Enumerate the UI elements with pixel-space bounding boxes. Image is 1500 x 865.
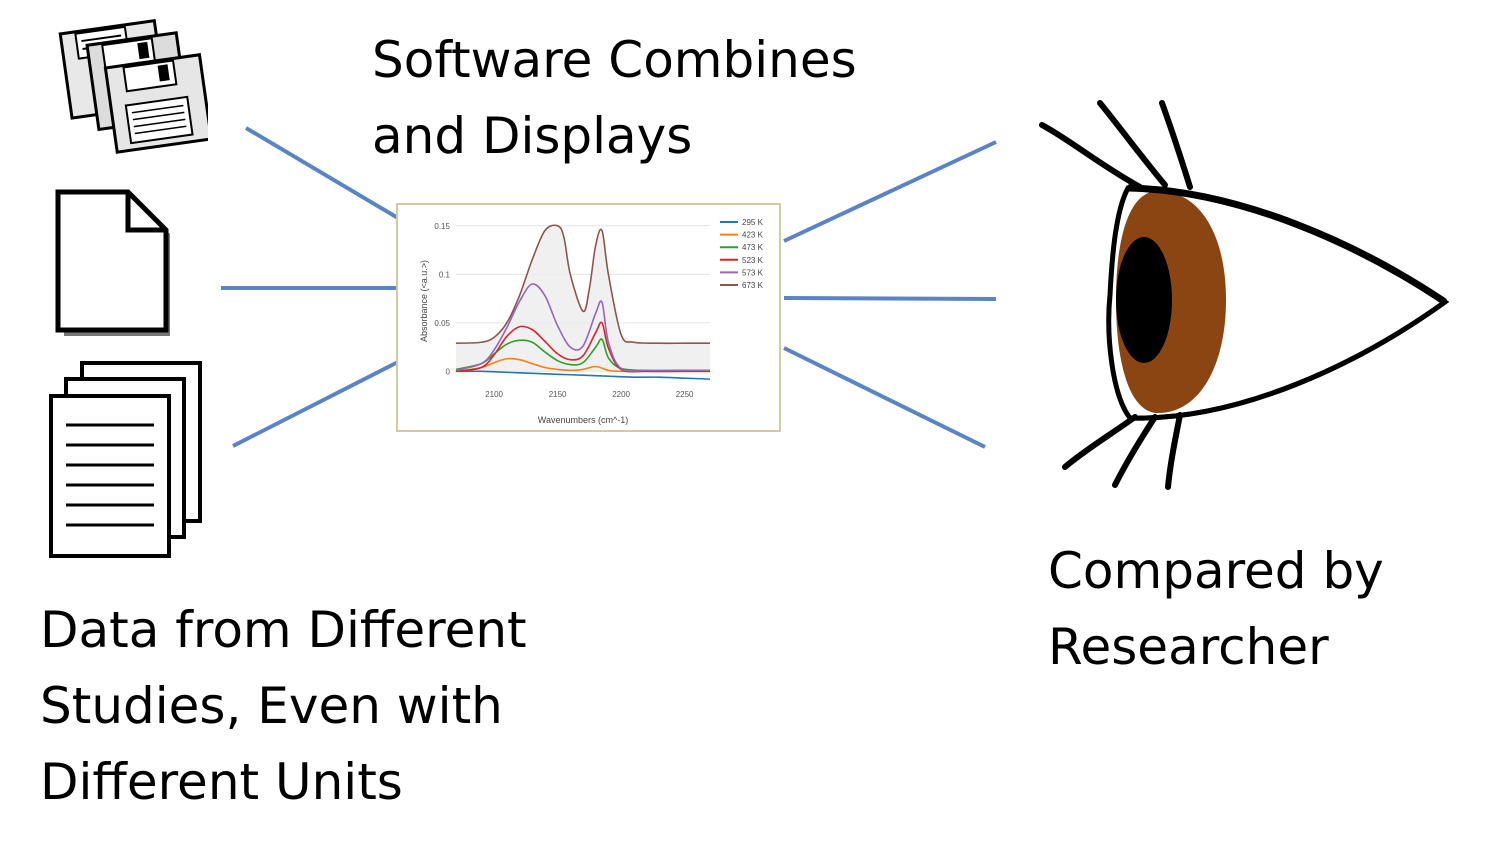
series-line: [455, 338, 710, 372]
y-tick-label: 0.05: [434, 319, 450, 328]
legend-label: 295 K: [742, 218, 764, 227]
caption-compared-line-2: Researcher: [1048, 618, 1329, 676]
y-axis-label: Absorbance (<a.u.>): [419, 260, 429, 342]
legend-label: 423 K: [742, 231, 764, 240]
document-stack-icon: [49, 361, 202, 558]
eye-icon: [1039, 100, 1450, 490]
x-tick-label: 2200: [612, 390, 630, 399]
caption-data-line-1: Data from Different: [40, 601, 527, 659]
caption-software: Software Combines and Displays: [372, 22, 857, 174]
connector-line-right-bottom: [783, 346, 986, 449]
floppy-disks-icon: [58, 19, 208, 154]
document-icon: [55, 189, 170, 336]
y-tick-label: 0.1: [439, 270, 451, 279]
chart-plot: 0 0.05 0.1 0.15 2100 2150 2200 2250Wavenumbers …: [419, 218, 764, 425]
x-axis-label: Wavenumbers (cm^-1): [538, 415, 628, 425]
caption-data-sources: Data from Different Studies, Even with D…: [40, 592, 527, 820]
legend-label: 523 K: [742, 256, 764, 265]
caption-data-line-2: Studies, Even with: [40, 677, 503, 735]
series-area-fill: [456, 225, 710, 372]
y-tick-label: 0.15: [434, 222, 450, 231]
connector-line-right-middle: [783, 296, 997, 301]
y-tick-label: 0: [446, 367, 451, 376]
legend-label: 573 K: [742, 268, 764, 277]
series-line: [455, 224, 710, 345]
caption-software-line-2: and Displays: [372, 107, 693, 165]
connector-line-left-top: [244, 126, 400, 220]
series-line: [455, 370, 711, 380]
caption-data-line-3: Different Units: [40, 753, 403, 811]
caption-software-line-1: Software Combines: [372, 31, 857, 89]
eye-pupil: [1116, 237, 1172, 363]
legend-label: 473 K: [742, 243, 764, 252]
legend-label: 673 K: [742, 281, 764, 290]
x-tick-label: 2250: [676, 390, 694, 399]
connector-line-left-bottom: [232, 360, 399, 448]
x-tick-label: 2150: [549, 390, 567, 399]
x-tick-label: 2100: [485, 390, 503, 399]
caption-compared: Compared by Researcher: [1048, 533, 1384, 685]
caption-compared-line-1: Compared by: [1048, 542, 1384, 600]
series-line: [455, 283, 710, 372]
connector-line-right-top: [783, 140, 997, 243]
